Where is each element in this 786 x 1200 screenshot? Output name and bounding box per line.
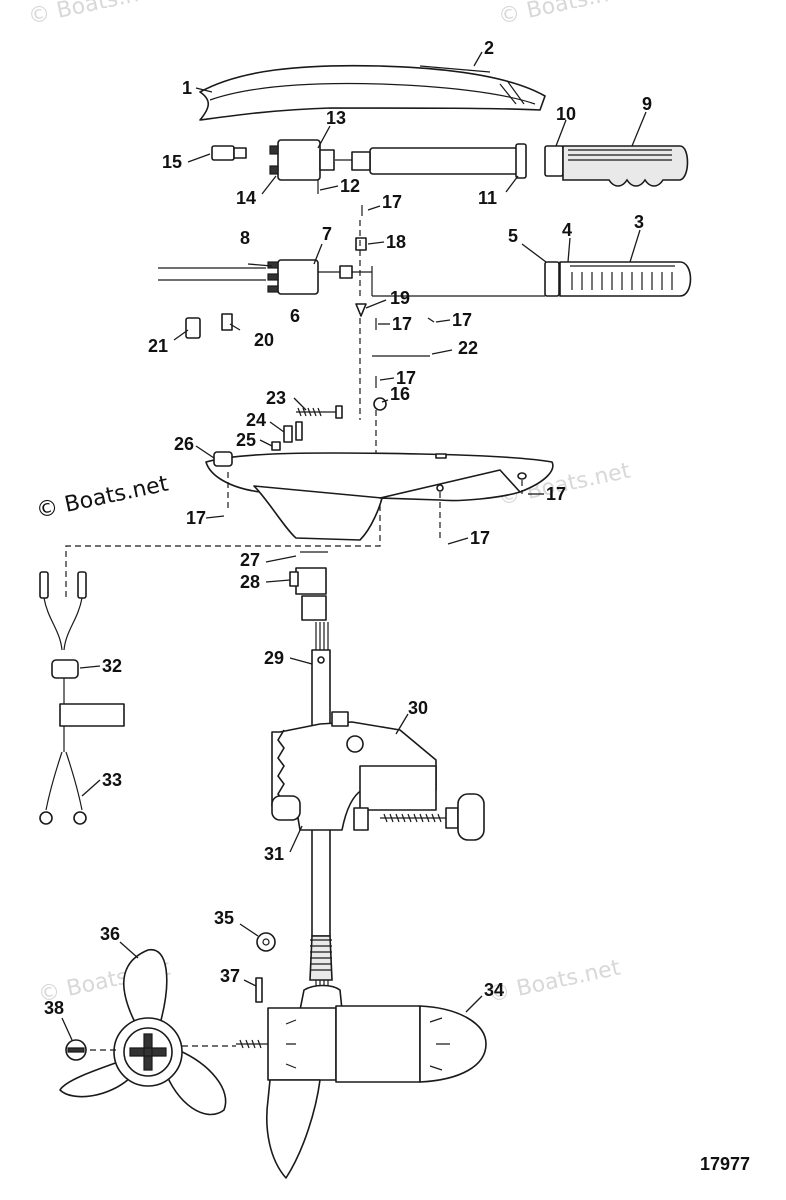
callout-17a: 17 [382,192,402,212]
callout-35: 35 [214,908,234,928]
callout-26: 26 [174,434,194,454]
callout-8: 8 [240,228,250,248]
figure-number: 17977 [700,1154,750,1174]
callout-2: 2 [484,38,494,58]
callout-17c: 17 [452,310,472,330]
callout-37: 37 [220,966,240,986]
watermark-bottom-right: © Boats.net [486,955,623,1007]
callout-numbers: 1 2 3 4 5 6 7 8 9 10 11 12 13 14 15 16 1… [44,38,652,1018]
tiller-handle-assembly [335,143,689,187]
watermark-top-left: © Boats.net [26,0,163,30]
wire-connector [211,145,247,161]
callout-14: 14 [236,188,256,208]
prop-nut-and-pin [255,932,276,1003]
mounting-bracket [271,711,485,841]
callout-9: 9 [642,94,652,114]
battery-cable [39,571,125,825]
callout-33: 33 [102,770,122,790]
callout-30: 30 [408,698,428,718]
handle-grip-lower [544,261,692,297]
callout-17f: 17 [546,484,566,504]
callout-34: 34 [484,980,504,1000]
callout-29: 29 [264,648,284,668]
callout-16: 16 [390,384,410,404]
callout-21: 21 [148,336,168,356]
callout-31: 31 [264,844,284,864]
top-cover [199,64,546,121]
callout-22: 22 [458,338,478,358]
callout-38: 38 [44,998,64,1018]
callout-18: 18 [386,232,406,252]
callout-17b: 17 [392,314,412,334]
washer-and-collar [289,551,328,621]
callout-6: 6 [290,306,300,326]
callout-3: 3 [634,212,644,232]
callout-20: 20 [254,330,274,350]
leader-lines-17 [205,319,544,545]
wire-clips [185,313,233,339]
bolt-and-pins [271,405,343,451]
callout-10: 10 [556,104,576,124]
callout-17d: 17 [396,368,416,388]
callout-36: 36 [100,924,120,944]
callout-23: 23 [266,388,286,408]
callout-4: 4 [562,220,572,240]
callout-32: 32 [102,656,122,676]
motor-head-housing [65,451,554,600]
callout-1: 1 [182,78,192,98]
callout-25: 25 [236,430,256,450]
leader-lines [61,51,647,1041]
callout-15: 15 [162,152,182,172]
copyright-label: © Boats.net [34,471,171,523]
speed-switch-upper [269,139,335,194]
lower-unit-motor [236,984,487,1179]
callout-5: 5 [508,226,518,246]
callout-17e: 17 [186,508,206,528]
callout-7: 7 [322,224,332,244]
callout-13: 13 [326,108,346,128]
speed-switch-lower [158,259,545,297]
callout-19: 19 [390,288,410,308]
propeller [59,949,236,1116]
callout-17g: 17 [470,528,490,548]
callout-27: 27 [240,550,260,570]
callout-11: 11 [478,188,497,208]
callout-28: 28 [240,572,260,592]
watermark-top-right: © Boats.net [496,0,633,30]
callout-24: 24 [246,410,266,430]
callout-12: 12 [340,176,360,196]
